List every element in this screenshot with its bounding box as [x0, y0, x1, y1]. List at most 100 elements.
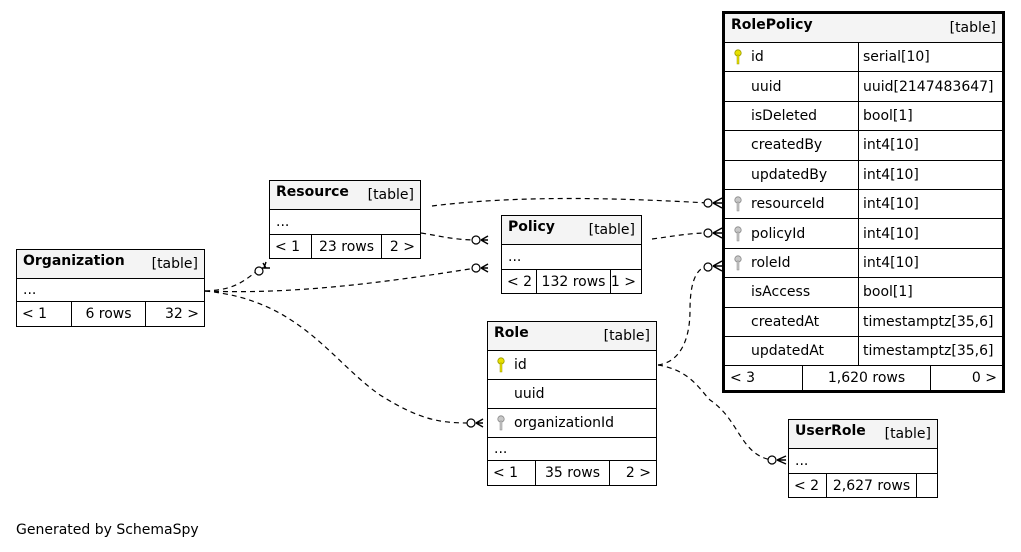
row-count: 23 rows	[311, 235, 381, 258]
column-name: policyId	[751, 225, 806, 242]
column-type: int4[10]	[858, 219, 1002, 248]
column-type: timestamptz[35,6]	[858, 307, 1002, 336]
column-name: id	[514, 357, 527, 373]
link-organization-role	[204, 290, 471, 424]
column-row[interactable]: id	[488, 351, 656, 380]
column-row[interactable]: organizationId	[488, 409, 656, 438]
table-name: UserRole	[795, 423, 866, 439]
foreign-key-icon	[496, 415, 506, 435]
table-footer: < 3 1,620 rows 0 >	[725, 366, 1002, 391]
table-ellipsis-row: ...	[17, 279, 204, 302]
link-policy-rolepolicy	[651, 232, 709, 240]
optional-marker	[703, 228, 713, 238]
next-count[interactable]: 0 >	[930, 366, 1002, 391]
table-header: Role [table]	[488, 322, 656, 351]
column-row[interactable]: uuid	[488, 380, 656, 409]
optional-marker	[471, 263, 481, 273]
table-resource[interactable]: Resource [table] ... < 1 23 rows 2 >	[269, 180, 421, 259]
table-header: Organization [table]	[17, 250, 204, 279]
crowfoot-marker	[262, 261, 270, 269]
column-name: roleId	[751, 254, 791, 271]
prev-count[interactable]: < 2	[794, 477, 820, 494]
next-count[interactable]	[916, 474, 937, 497]
ellipsis: ...	[494, 441, 508, 457]
ellipsis: ...	[23, 282, 37, 298]
table-header: Resource [table]	[270, 181, 420, 210]
table-tag: [table]	[367, 187, 414, 203]
optional-marker	[254, 266, 264, 276]
link-resource-policy	[420, 232, 477, 241]
column-row[interactable]: id serial[10]	[725, 43, 1002, 73]
crowfoot-marker	[480, 263, 489, 273]
prev-count[interactable]: < 1	[22, 306, 48, 322]
column-name: createdAt	[751, 313, 820, 330]
table-header: RolePolicy [table]	[725, 14, 1002, 43]
column-type: uuid[2147483647]	[858, 72, 1002, 101]
column-type: serial[10]	[858, 43, 1002, 72]
column-name: id	[751, 49, 764, 66]
column-type: int4[10]	[858, 248, 1002, 278]
table-ellipsis-row: ...	[270, 210, 420, 235]
crowfoot-marker	[480, 235, 489, 245]
column-name: updatedAt	[751, 343, 825, 360]
table-policy[interactable]: Policy [table] ... < 2 132 rows 1 >	[501, 215, 642, 294]
table-tag: [table]	[588, 222, 635, 238]
crowfoot-marker	[475, 418, 484, 428]
prev-count[interactable]: < 1	[275, 238, 301, 255]
prev-count[interactable]: < 1	[493, 465, 519, 481]
column-name: organizationId	[514, 415, 615, 431]
ellipsis: ...	[508, 249, 522, 265]
column-name: isDeleted	[751, 107, 818, 124]
link-organization-policy	[204, 267, 477, 293]
primary-key-icon	[733, 49, 743, 69]
table-ellipsis-row: ...	[502, 245, 641, 270]
table-role[interactable]: Role [table] id uuid organizationId ... …	[487, 321, 657, 486]
crowfoot-marker	[712, 197, 723, 209]
table-footer: < 1 35 rows 2 >	[488, 461, 656, 485]
column-row[interactable]: createdAt timestamptz[35,6]	[725, 307, 1002, 337]
row-count: 132 rows	[536, 270, 610, 293]
column-name: uuid	[514, 386, 545, 402]
table-footer: < 1 23 rows 2 >	[270, 235, 420, 258]
link-resource-rolepolicy	[431, 197, 709, 207]
table-tag: [table]	[884, 426, 931, 442]
crowfoot-marker	[712, 260, 723, 272]
table-name: RolePolicy	[731, 17, 813, 33]
column-row[interactable]: policyId int4[10]	[725, 219, 1002, 249]
column-type: bool[1]	[858, 278, 1002, 307]
crowfoot-marker	[776, 455, 787, 465]
row-count: 1,620 rows	[802, 366, 930, 391]
column-type: int4[10]	[858, 160, 1002, 189]
table-organization[interactable]: Organization [table] ... < 1 6 rows 32 >	[16, 249, 205, 327]
foreign-key-icon	[733, 196, 743, 216]
next-count[interactable]: 2 >	[381, 235, 420, 258]
link-role-rolepolicy	[657, 265, 709, 366]
table-footer: < 1 6 rows 32 >	[17, 302, 204, 326]
column-name: resourceId	[751, 196, 825, 213]
column-row[interactable]: roleId int4[10]	[725, 248, 1002, 279]
next-count[interactable]: 2 >	[609, 461, 656, 485]
table-footer: < 2 132 rows 1 >	[502, 270, 641, 293]
foreign-key-icon	[733, 255, 743, 275]
optional-marker	[466, 418, 476, 428]
row-count: 2,627 rows	[826, 474, 916, 497]
primary-key-icon	[496, 357, 506, 377]
table-ellipsis-row: ...	[789, 449, 937, 474]
prev-count[interactable]: < 3	[730, 370, 756, 387]
optional-marker	[703, 198, 713, 208]
ellipsis: ...	[276, 214, 290, 230]
next-count[interactable]: 32 >	[145, 302, 204, 326]
next-count[interactable]: 1 >	[610, 270, 641, 293]
prev-count[interactable]: < 2	[507, 273, 533, 290]
table-userrole[interactable]: UserRole [table] ... < 2 2,627 rows	[788, 419, 938, 498]
